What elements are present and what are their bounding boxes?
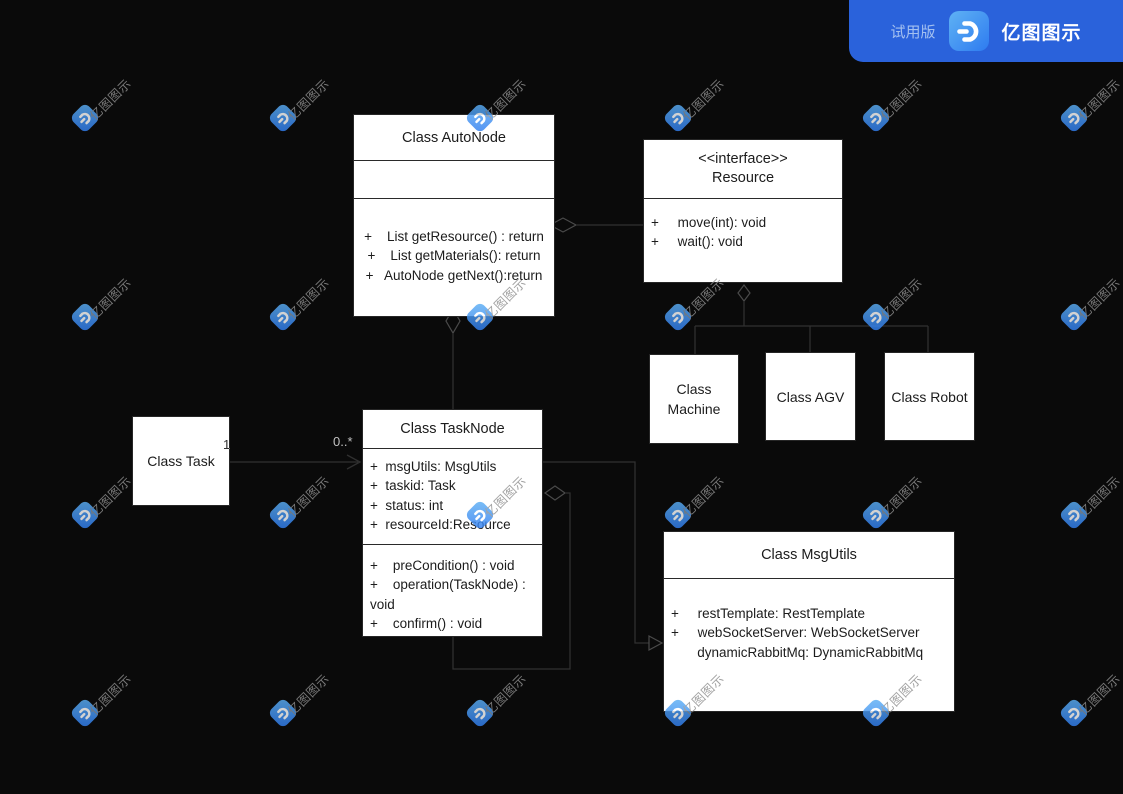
edge-task-tasknode[interactable] [230, 454, 362, 470]
class-box-task[interactable]: Class Task [132, 416, 230, 506]
methods-compartment: + preCondition() : void + operation(Task… [363, 544, 542, 636]
multiplicity-label-tasknode: 0..* [333, 434, 353, 449]
class-title: Class AutoNode [402, 129, 506, 146]
class-box-msgutils[interactable]: Class MsgUtils + restTemplate: RestTempl… [663, 531, 955, 712]
edraw-logo-icon [948, 11, 989, 51]
attribute-line: + msgUtils: MsgUtils [370, 459, 497, 474]
class-box-agv[interactable]: Class AGV [765, 352, 856, 441]
edge-autonode-tasknode[interactable] [445, 307, 461, 409]
attributes-compartment: + restTemplate: RestTemplate + webSocket… [664, 578, 954, 711]
method-line: + wait(): void [651, 234, 743, 250]
attributes-compartment: + msgUtils: MsgUtils + taskid: Task + st… [363, 448, 542, 544]
method-line: + move(int): void [651, 215, 767, 230]
attribute-line: + taskid: Task [370, 478, 456, 494]
class-title: Class MsgUtils [761, 547, 857, 563]
attributes-compartment-empty [354, 160, 554, 198]
class-title: Class Robot [891, 388, 968, 405]
trial-version-label: 试用版 [890, 23, 936, 41]
multiplicity-label-task: 1 [223, 437, 231, 452]
class-box-machine[interactable]: Class Machine [649, 354, 739, 444]
method-line: void [370, 596, 395, 612]
method-line: + AutoNode getNext():return [365, 267, 543, 283]
method-line: + preCondition() : void [370, 558, 515, 573]
methods-compartment: + move(int): void + wait(): void [644, 198, 842, 282]
edge-tasknode-self[interactable] [452, 485, 571, 670]
class-box-robot[interactable]: Class Robot [884, 352, 975, 441]
methods-compartment: + List getResource() : return + List get… [354, 198, 554, 316]
trial-banner[interactable]: 试用版 亿图图示 [849, 0, 1123, 62]
class-title: Class Machine [667, 381, 721, 417]
edge-autonode-resource[interactable] [548, 217, 643, 233]
attribute-line: + restTemplate: RestTemplate [671, 606, 865, 621]
class-box-tasknode[interactable]: Class TaskNode + msgUtils: MsgUtils + ta… [362, 409, 543, 637]
class-box-resource-interface[interactable]: <<interface>> Resource + move(int): void… [643, 139, 843, 283]
attribute-line: + resourceId:Resource [370, 516, 511, 532]
class-title: Class Task [147, 453, 215, 469]
edge-tasknode-msgutils[interactable] [543, 461, 664, 652]
attribute-line: + webSocketServer: WebSocketServer [671, 625, 920, 641]
class-title: Resource [711, 170, 775, 186]
method-line: + confirm() : void [370, 615, 483, 631]
edge-resource-implementations[interactable] [694, 284, 929, 354]
brand-name: 亿图图示 [1001, 22, 1082, 44]
attribute-line: dynamicRabbitMq: DynamicRabbitMq [671, 644, 924, 660]
method-line: + List getMaterials(): return [367, 248, 541, 264]
stereotype-label: <<interface>> [698, 151, 788, 167]
class-title: Class AGV [776, 388, 845, 405]
method-line: + operation(TaskNode) : [370, 577, 526, 593]
class-box-autonode[interactable]: Class AutoNode + List getResource() : re… [353, 114, 555, 317]
method-line: + List getResource() : return [364, 229, 544, 244]
class-title: Class TaskNode [400, 421, 505, 437]
attribute-line: + status: int [370, 497, 444, 513]
